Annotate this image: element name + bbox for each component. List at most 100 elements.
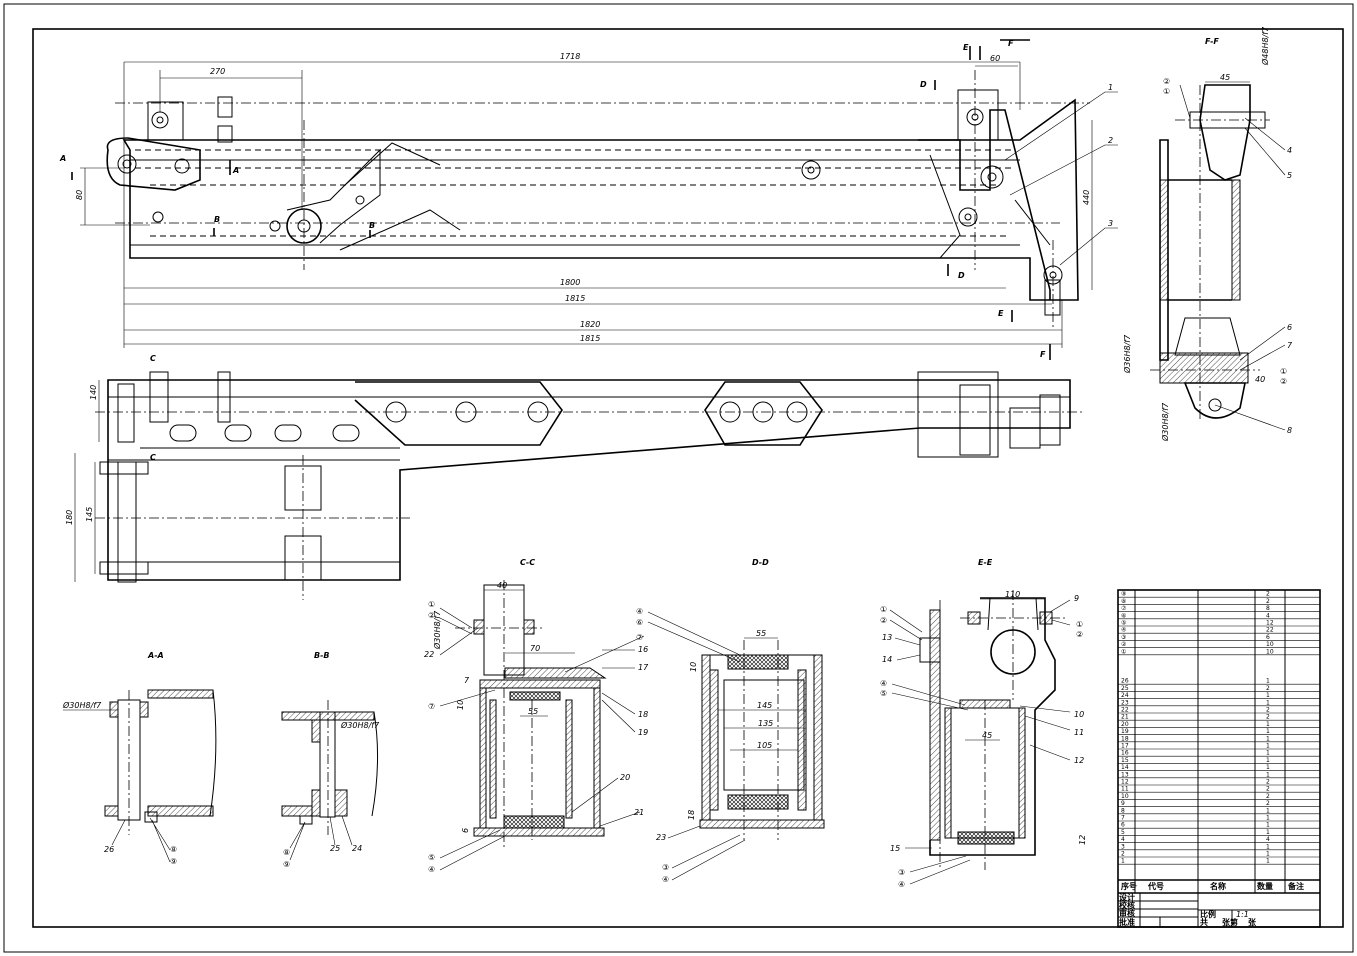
callout-21: 21 (634, 808, 644, 817)
bom-row-no: 2 (1121, 851, 1125, 858)
bom-row-no: ⑨ (1121, 591, 1126, 598)
ff-circle-2: ② (1163, 77, 1170, 86)
bom-row-no: 11 (1121, 786, 1129, 793)
mark-d-top: D (920, 80, 927, 89)
tb-check: 校核 (1119, 900, 1135, 910)
ee-circle-5: ⑤ (880, 689, 887, 698)
front-view-dimensions (80, 61, 1093, 348)
bom-row-qty: 12 (1266, 620, 1274, 627)
bb-leaders (289, 815, 353, 861)
front-view (106, 70, 1090, 330)
bom-header-remark: 备注 (1287, 881, 1304, 891)
bom-row-no: 9 (1121, 800, 1125, 807)
dd-leaders (647, 611, 746, 881)
bom-row-qty: 1 (1266, 735, 1270, 742)
bom-row-qty: 4 (1266, 836, 1270, 843)
dim-dd-135: 135 (758, 719, 773, 728)
fit-bb: Ø30H8/f7 (340, 720, 380, 730)
callout-10: 10 (1074, 710, 1084, 719)
bom-row-no: 17 (1121, 743, 1129, 750)
callout-6: 6 (1287, 323, 1292, 332)
callout-8: 8 (1287, 426, 1292, 435)
callout-19: 19 (638, 728, 648, 737)
title-bb: B-B (314, 651, 330, 660)
bom-row-qty: 2 (1266, 786, 1270, 793)
ee-circle-4: ④ (880, 679, 887, 688)
fit-cc: Ø30H8/f7 (432, 610, 442, 650)
bom-grid (1117, 589, 1321, 928)
dim-dd-18: 18 (687, 810, 696, 820)
dd-circle-3: ③ (662, 863, 669, 872)
callout-26: 26 (104, 845, 114, 854)
bom-row-qty: 2 (1266, 793, 1270, 800)
callout-2: 2 (1108, 136, 1113, 145)
title-cc: C-C (520, 558, 535, 567)
bom-header-code: 代号 (1147, 881, 1164, 891)
callout-18: 18 (638, 710, 648, 719)
bom-row-no: 7 (1121, 815, 1125, 822)
bom-row-no: 10 (1121, 793, 1129, 800)
bom-row-qty: 2 (1266, 598, 1270, 605)
tb-approve: 批准 (1119, 917, 1135, 927)
dd-circle-6: ⑥ (636, 618, 643, 627)
bom-row-no: 4 (1121, 836, 1125, 843)
title-aa: A-A (147, 651, 164, 660)
dim-270: 270 (210, 67, 225, 76)
bom-row-no: 16 (1121, 750, 1129, 757)
dim-180: 180 (65, 510, 74, 525)
callout-1: 1 (1108, 83, 1113, 92)
cc-circle-7b: ⑦ (636, 633, 643, 642)
dim-ee-12: 12 (1078, 835, 1087, 845)
bom-row-no: 15 (1121, 757, 1129, 764)
bom-row-qty: 2 (1266, 714, 1270, 721)
bom-row-qty: 10 (1266, 641, 1274, 648)
fit-ff-bottom: Ø36H8/f7 (1122, 334, 1132, 374)
bom-row-qty: 1 (1266, 699, 1270, 706)
cc-circle-5: ⑤ (428, 853, 435, 862)
bom-row-qty: 4 (1266, 612, 1270, 619)
bom-row-qty: 1 (1266, 743, 1270, 750)
cc-leaders (439, 607, 645, 871)
dim-440: 440 (1082, 190, 1091, 205)
bom-row-no: 3 (1121, 843, 1125, 850)
tb-scale-label: 比例 (1200, 909, 1216, 919)
dim-80: 80 (75, 190, 84, 200)
bom-row-qty: 1 (1266, 721, 1270, 728)
plan-view (95, 371, 1085, 600)
dim-1820: 1820 (580, 320, 600, 329)
fit-ff-top: Ø48H8/f7 (1260, 26, 1270, 66)
bom-row-qty: 1 (1266, 692, 1270, 699)
callout-24: 24 (352, 844, 362, 853)
mark-a-left: A (59, 154, 66, 163)
ee-section (919, 590, 1065, 870)
bom-row-no: ⑤ (1121, 620, 1126, 627)
callout-3: 3 (1108, 219, 1113, 228)
mark-a-right: A (232, 166, 239, 175)
bom-row-no: ③ (1121, 634, 1126, 641)
bom-row-no: 14 (1121, 764, 1129, 771)
bb-section (281, 700, 379, 835)
bom-row-qty: 1 (1266, 829, 1270, 836)
bom-row-qty: 22 (1266, 627, 1274, 634)
bom-row-no: ⑧ (1121, 598, 1126, 605)
bom-row-qty: 2 (1266, 800, 1270, 807)
bb-circle-8: ⑧ (283, 848, 290, 857)
bom-row-qty: 6 (1266, 634, 1270, 641)
dim-dd-10: 10 (689, 662, 698, 672)
bom-header-qty: 数量 (1257, 881, 1273, 891)
bom-row-no: 13 (1121, 771, 1129, 778)
bom-row-qty: 1 (1266, 757, 1270, 764)
bom-row-qty: 10 (1266, 648, 1274, 655)
dim-ee-45: 45 (982, 731, 992, 740)
bom-row-no: 25 (1121, 685, 1129, 692)
bom-row-no: 18 (1121, 735, 1129, 742)
tb-design: 设计 (1119, 892, 1135, 902)
bom-header-seq: 序号 (1121, 881, 1137, 891)
mark-f-top: F (1008, 39, 1014, 48)
bom-row-qty: 1 (1266, 678, 1270, 685)
fit-aa: Ø30H8/f7 (62, 700, 102, 710)
bom-row-no: 24 (1121, 692, 1129, 699)
bom-row-no: ⑥ (1121, 612, 1126, 619)
dd-circle-4: ④ (636, 607, 643, 616)
